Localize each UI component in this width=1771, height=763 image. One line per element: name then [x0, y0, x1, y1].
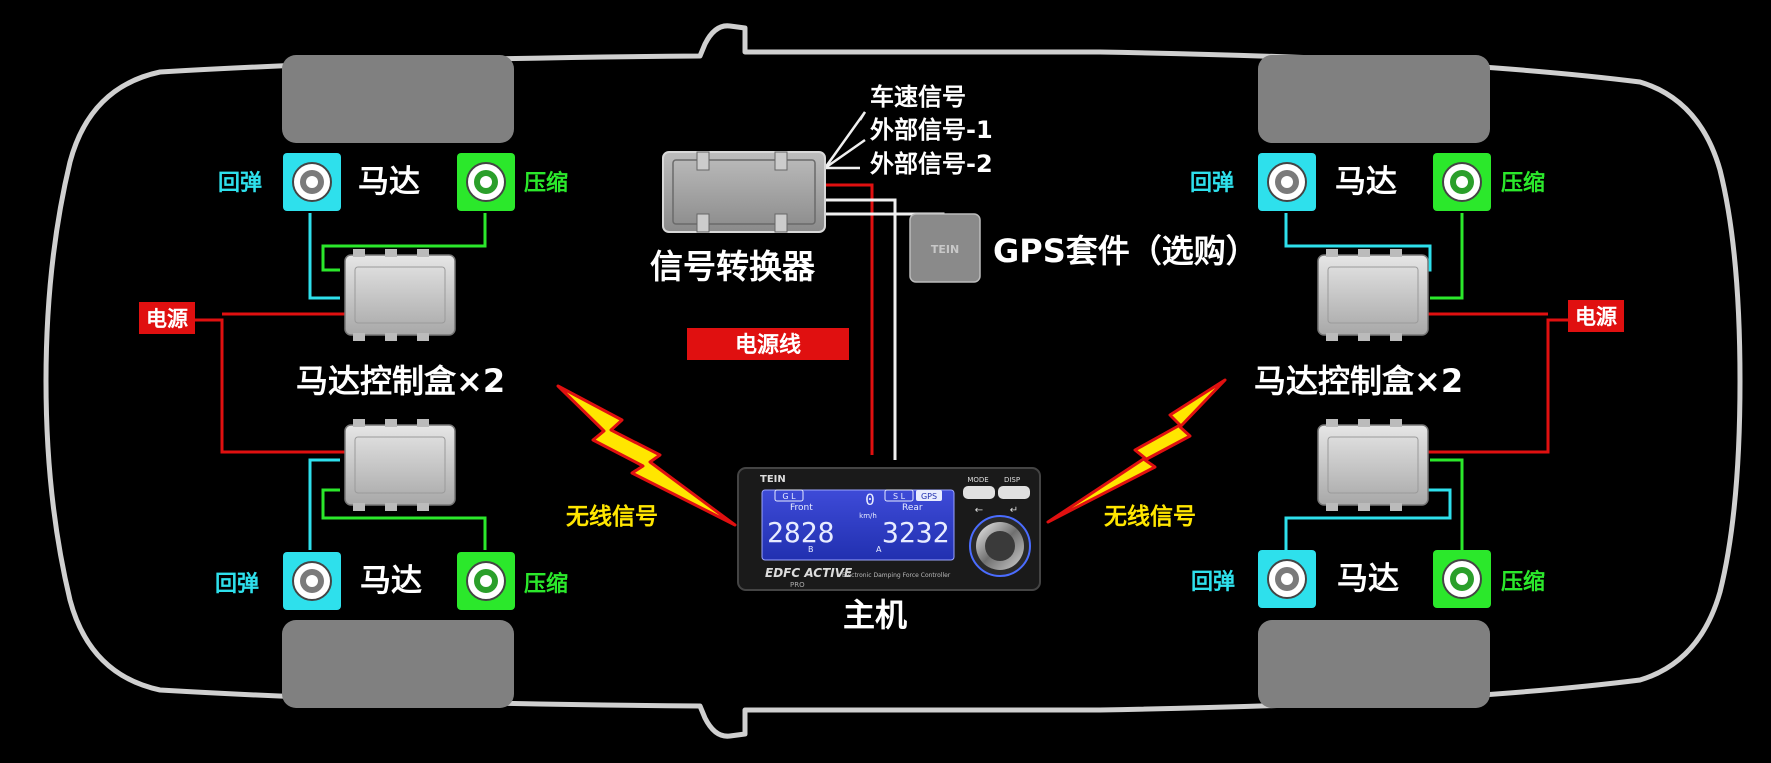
controller-tagline: Electronic Damping Force Controller	[842, 572, 951, 579]
lcd-badge-gps: GPS	[921, 492, 937, 501]
label-motor-front-right: 马达	[1335, 164, 1397, 200]
label-compression-front-left: 压缩	[524, 170, 568, 196]
lcd-badge-sl: S L	[893, 492, 906, 501]
lcd-screen	[761, 489, 955, 561]
label-power-line: 电源线	[735, 332, 801, 358]
gps-brand-label: TEIN	[931, 243, 959, 256]
motor-rear-right-compression	[1433, 550, 1491, 608]
lcd-speed-value: 0	[865, 490, 875, 509]
controller-model: EDFC ACTIVE	[765, 566, 853, 580]
signal-converter-box	[662, 151, 826, 233]
label-main-unit: 主机	[843, 596, 907, 634]
motor-front-right-rebound	[1258, 153, 1316, 211]
label-rebound-front-right: 回弹	[1190, 171, 1234, 196]
label-compression-front-right: 压缩	[1501, 170, 1545, 196]
disp-label: DISP	[1004, 476, 1020, 484]
label-rebound-rear-left: 回弹	[215, 572, 259, 597]
label-signal-converter: 信号转换器	[650, 247, 816, 286]
label-rebound-front-left: 回弹	[218, 171, 262, 196]
signal-label-vehicle-speed: 车速信号	[870, 83, 966, 111]
enter-icon: ↵	[1010, 505, 1018, 516]
motor-rear-right-rebound	[1258, 550, 1316, 608]
mode-label: MODE	[967, 476, 988, 484]
car-body-outline	[43, 23, 1743, 739]
label-power-left: 电源	[146, 307, 188, 331]
rotary-knob-icon[interactable]	[969, 515, 1031, 577]
tire-rear-left	[282, 620, 514, 708]
label-power-right: 电源	[1575, 305, 1617, 329]
lcd-front-label: Front	[790, 503, 813, 513]
main-controller-unit: TEIN Front Rear 2828 3232 0 km/h B A G L…	[737, 467, 1041, 591]
label-wireless-left: 无线信号	[566, 503, 658, 530]
lcd-tag-a: A	[876, 545, 882, 554]
motor-front-right-compression	[1433, 153, 1491, 211]
motor-front-left-rebound	[283, 153, 341, 211]
motor-controller-front-left	[344, 248, 456, 342]
motor-rear-left-compression	[457, 552, 515, 610]
controller-brand: TEIN	[760, 474, 786, 485]
lcd-tag-b: B	[808, 545, 814, 554]
lcd-rear-label: Rear	[902, 503, 923, 513]
lightning-bolt-icon	[556, 384, 737, 527]
label-wireless-right: 无线信号	[1104, 503, 1196, 530]
controller-model-sub: PRO	[790, 581, 805, 589]
gps-module: TEIN	[909, 213, 981, 283]
label-motor-controller-right: 马达控制盒×2	[1254, 362, 1463, 400]
motor-rear-left-rebound	[283, 552, 341, 610]
mode-button[interactable]	[963, 486, 995, 499]
lightning-bolt-icon	[1046, 378, 1227, 524]
label-motor-rear-right: 马达	[1337, 561, 1399, 597]
label-compression-rear-right: 压缩	[1501, 569, 1545, 595]
lcd-front-value: 2828	[767, 516, 834, 549]
motor-controller-front-right	[1317, 248, 1429, 342]
power-line-label-bg	[687, 328, 849, 360]
lcd-badge-gl: G L	[782, 492, 796, 501]
tire-rear-right	[1258, 620, 1490, 708]
label-motor-controller-left: 马达控制盒×2	[296, 362, 505, 400]
lcd-rear-value: 3232	[882, 516, 949, 549]
label-gps-kit: GPS套件（选购）	[993, 232, 1258, 270]
tire-front-right	[1258, 55, 1490, 143]
signal-label-external-2: 外部信号-2	[870, 150, 993, 178]
signal-label-external-1: 外部信号-1	[870, 116, 993, 144]
label-compression-rear-left: 压缩	[524, 571, 568, 597]
tire-front-left	[282, 55, 514, 143]
lcd-speed-unit: km/h	[859, 512, 877, 520]
disp-button[interactable]	[998, 486, 1030, 499]
label-motor-rear-left: 马达	[360, 563, 422, 599]
arrow-left-icon: ←	[975, 505, 983, 516]
label-rebound-rear-right: 回弹	[1191, 570, 1235, 595]
motor-controller-rear-left	[344, 418, 456, 512]
motor-front-left-compression	[457, 153, 515, 211]
motor-controller-rear-right	[1317, 418, 1429, 512]
label-motor-front-left: 马达	[358, 164, 420, 200]
